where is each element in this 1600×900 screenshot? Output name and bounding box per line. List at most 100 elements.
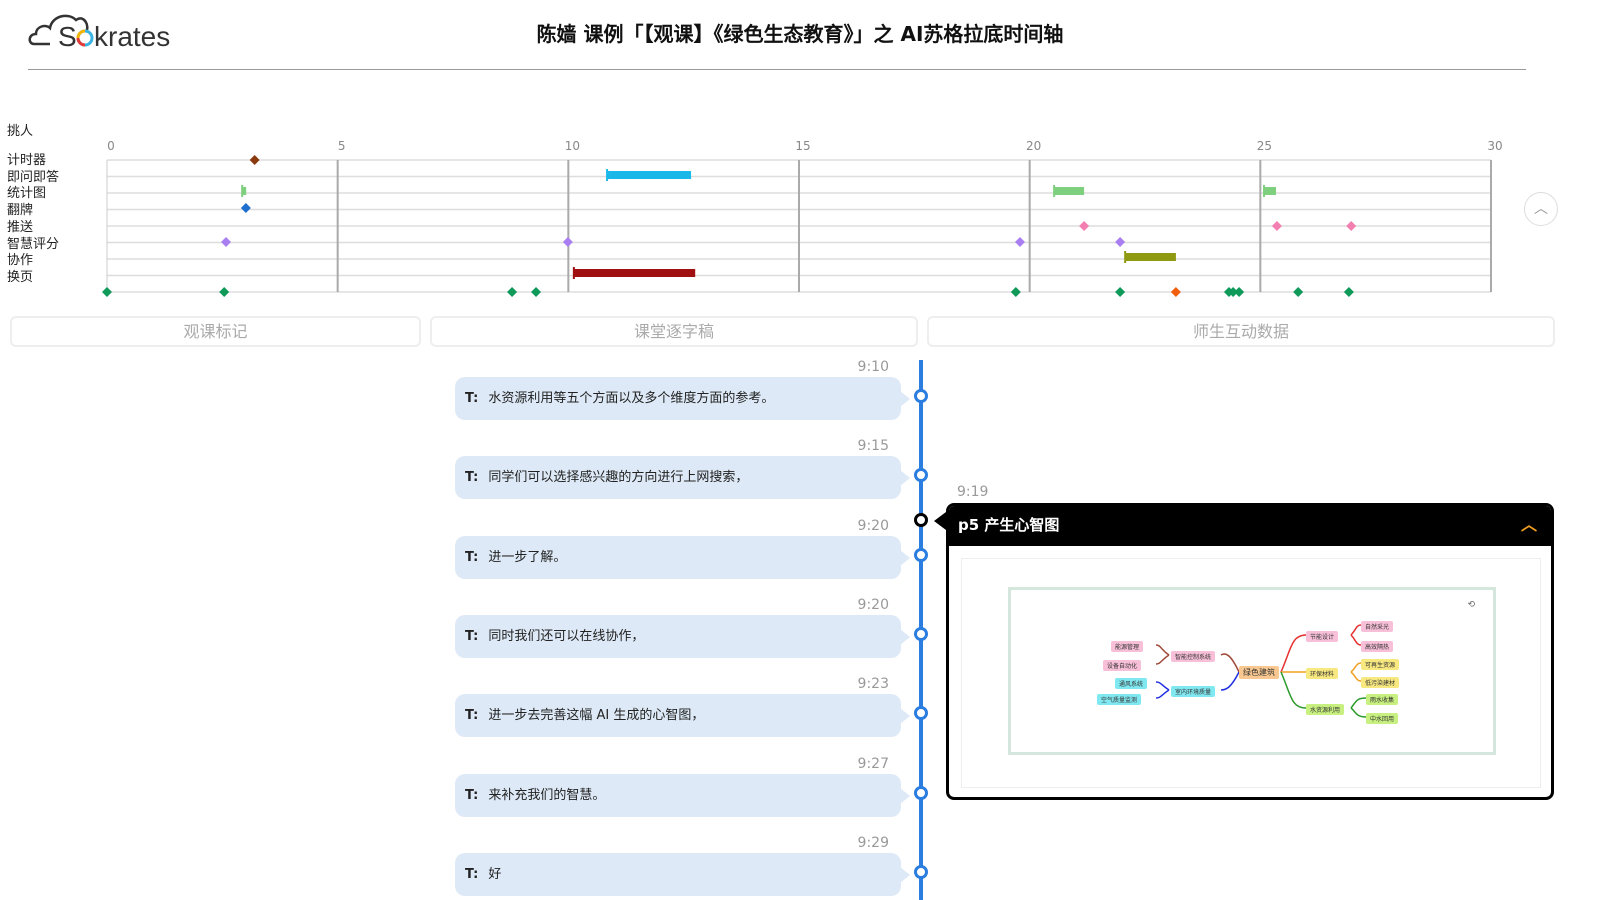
event-marker xyxy=(1343,287,1354,297)
mindmap-node: 雨水收集 xyxy=(1366,694,1399,705)
timeline-dot[interactable] xyxy=(914,547,928,562)
event-marker xyxy=(221,237,232,247)
mindmap-node: 设备自动化 xyxy=(1103,660,1142,671)
event-marker xyxy=(1170,287,1181,297)
mindmap-center: 绿色建筑 xyxy=(1239,666,1279,679)
header-divider xyxy=(28,69,1526,70)
event-marker xyxy=(562,237,573,247)
chevron-up-icon[interactable]: ︿ xyxy=(1520,515,1537,534)
transcript-bubble[interactable]: T: 水资源利用等五个方面以及多个维度方面的参考。 xyxy=(455,377,910,420)
timeline-dot[interactable] xyxy=(914,389,928,403)
event-marker xyxy=(1346,221,1357,231)
event-marker xyxy=(531,287,542,297)
event-range-bar xyxy=(1264,187,1277,195)
event-marker xyxy=(1079,221,1090,231)
transcript-text: 进一步去完善这幅 AI 生成的心智图， xyxy=(488,708,705,724)
transcript-text: 进一步了解。 xyxy=(488,549,567,565)
speaker-label: T: xyxy=(465,787,479,803)
event-popup: p5 产生心智图︿ 绿色建筑节能设计自然采光高效隔热环保材料可再生资源低污染建材… xyxy=(946,503,1554,800)
transcript-bubble[interactable]: T: 同学们可以选择感兴趣的方向进行上网搜索， xyxy=(455,456,910,500)
x-tick-label: 0 xyxy=(107,139,115,153)
tab-interaction-data[interactable]: 师生互动数据 xyxy=(927,316,1555,347)
transcript-time: 9:23 xyxy=(857,676,889,693)
transcript-time: 9:29 xyxy=(857,834,889,851)
transcript-time: 9:20 xyxy=(857,517,889,534)
row-label: 计时器 xyxy=(7,153,47,168)
transcript-text: 来补充我们的智慧。 xyxy=(488,787,606,803)
speaker-label: T: xyxy=(465,708,479,724)
mindmap-node: 空气质量监测 xyxy=(1097,694,1142,705)
mindmap-node: 能源管理 xyxy=(1111,641,1144,652)
row-label-pick: 挑人 xyxy=(7,124,34,139)
mindmap-node: 高效隔热 xyxy=(1361,641,1394,652)
tab-observation-notes[interactable]: 观课标记 xyxy=(10,316,421,347)
transcript-time: 9:10 xyxy=(857,359,889,375)
refresh-icon[interactable]: ⟲ xyxy=(1467,600,1475,610)
x-tick-label: 5 xyxy=(338,139,346,153)
event-range-bar xyxy=(607,171,692,179)
mindmap-node: 水资源利用 xyxy=(1306,704,1345,715)
event-range-bar xyxy=(1054,187,1085,195)
timeline-dot[interactable] xyxy=(914,468,928,483)
collapse-chart-button[interactable]: ︿ xyxy=(1524,192,1558,226)
timeline-dot[interactable] xyxy=(914,864,928,879)
transcript-time: 9:20 xyxy=(857,596,889,613)
timeline-dot[interactable] xyxy=(914,785,928,800)
row-label: 智慧评分 xyxy=(7,236,60,252)
x-tick-label: 20 xyxy=(1026,139,1041,153)
transcript-bubble[interactable]: T: 同时我们还可以在线协作， xyxy=(455,614,910,658)
transcript-text: 同学们可以选择感兴趣的方向进行上网搜索， xyxy=(488,470,749,486)
event-marker xyxy=(1115,237,1126,247)
transcript-bubble[interactable]: T: 进一步了解。 xyxy=(455,535,910,579)
page-title: 陈嫱 课例「【观课】《绿色生态教育》」之 AI苏格拉底时间轴 xyxy=(536,22,1064,46)
slide-preview[interactable]: 绿色建筑节能设计自然采光高效隔热环保材料可再生资源低污染建材水资源利用雨水收集中… xyxy=(961,558,1541,788)
mindmap-node: 可再生资源 xyxy=(1361,659,1400,670)
row-label: 推送 xyxy=(7,219,34,235)
timeline-dot[interactable] xyxy=(914,626,928,641)
event-marker xyxy=(219,287,230,297)
sokrates-logo: S krates xyxy=(28,6,198,52)
row-label: 翻牌 xyxy=(7,203,34,219)
event-range-bar xyxy=(573,269,696,277)
event-marker xyxy=(1293,287,1304,297)
transcript-bubble[interactable]: T: 进一步去完善这幅 AI 生成的心智图， xyxy=(455,694,910,738)
speaker-label: T: xyxy=(465,866,479,882)
mindmap-node: 节能设计 xyxy=(1306,631,1339,642)
speaker-label: T: xyxy=(465,391,479,406)
event-marker xyxy=(249,155,260,165)
event-marker xyxy=(1271,221,1282,231)
event-marker xyxy=(1234,287,1245,297)
speaker-label: T: xyxy=(465,549,479,565)
chevron-up-icon: ︿ xyxy=(1534,201,1548,217)
mindmap-node: 自然采光 xyxy=(1361,621,1394,632)
transcript-time: 9:27 xyxy=(857,755,889,772)
transcript-text: 好 xyxy=(488,866,502,882)
mindmap-node: 通风系统 xyxy=(1115,678,1148,689)
popup-title: p5 产生心智图 xyxy=(958,516,1060,534)
row-label: 换页 xyxy=(7,269,34,285)
transcript-text: 水资源利用等五个方面以及多个维度方面的参考。 xyxy=(488,391,775,406)
transcript-bubble[interactable]: T: 好 xyxy=(455,852,910,896)
x-tick-label: 25 xyxy=(1257,139,1272,153)
row-label: 即问即答 xyxy=(7,169,60,185)
event-range-bar xyxy=(1125,253,1176,261)
event-range-bar xyxy=(242,187,247,195)
event-marker xyxy=(1228,287,1239,297)
event-marker xyxy=(1014,237,1025,247)
speaker-label: T: xyxy=(465,470,479,486)
popup-pointer xyxy=(934,512,946,530)
x-tick-label: 30 xyxy=(1487,139,1502,153)
event-marker xyxy=(1115,287,1126,297)
mindmap-node: 低污染建材 xyxy=(1361,677,1400,688)
tab-transcript[interactable]: 课堂逐字稿 xyxy=(430,316,918,347)
transcript-bubble[interactable]: T: 来补充我们的智慧。 xyxy=(455,773,910,817)
speaker-label: T: xyxy=(465,628,479,644)
timeline-event-dot[interactable] xyxy=(914,513,928,527)
timeline-dot[interactable] xyxy=(914,706,928,721)
svg-text:S: S xyxy=(58,21,77,52)
transcript-text: 同时我们还可以在线协作， xyxy=(488,628,645,644)
popup-header[interactable]: p5 产生心智图 ︿ xyxy=(949,506,1551,546)
mindmap-node: 智能控制系统 xyxy=(1171,651,1216,662)
x-tick-label: 15 xyxy=(795,139,810,153)
